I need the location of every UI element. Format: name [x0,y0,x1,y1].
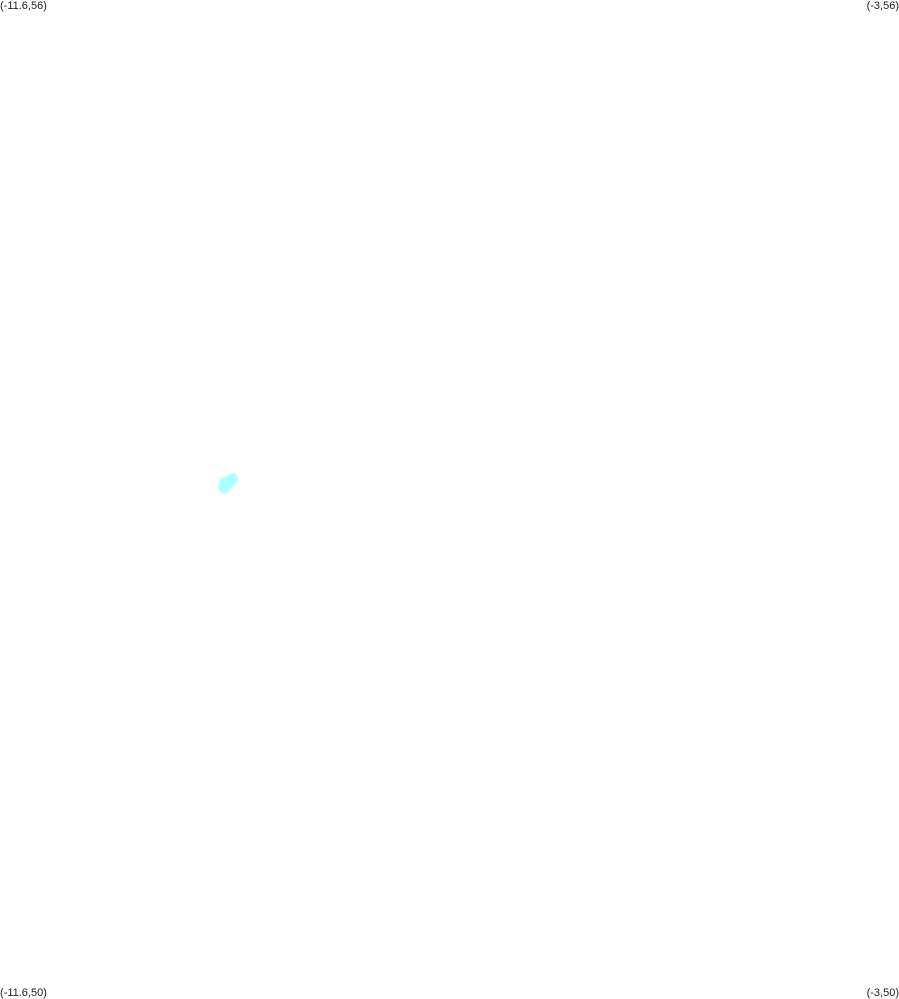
corner-label-bottom-right: (-3,50) [866,987,899,999]
corner-label-top-right: (-3,56) [866,0,899,12]
corner-label-bottom-left: (-11.6,50) [0,987,47,999]
map-feature-polygon [218,473,239,494]
corner-label-top-left: (-11.6,56) [0,0,47,12]
